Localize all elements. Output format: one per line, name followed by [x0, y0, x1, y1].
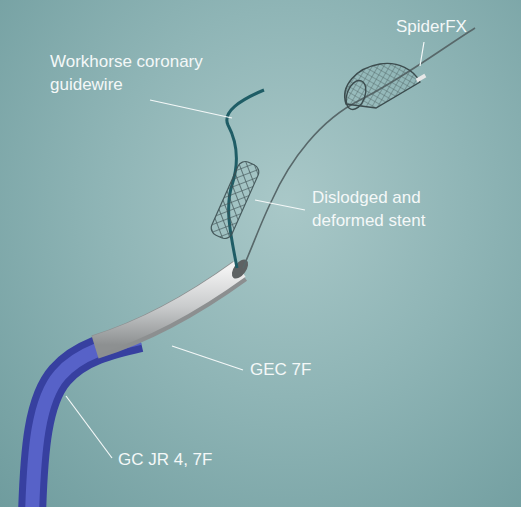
filter-basket: [345, 63, 420, 108]
part-label: Workhorse coronary guidewire: [50, 50, 220, 96]
filter-wire: [243, 28, 475, 268]
guide-catheter-shine: [32, 338, 140, 507]
part-label: GEC 7F: [250, 358, 360, 381]
part-label: SpiderFX: [396, 15, 506, 38]
guide-catheter: [32, 338, 140, 507]
catheter-tip: [229, 257, 252, 282]
part-label: Dislodged and deformed stent: [312, 186, 462, 232]
filter-marker: [416, 74, 427, 82]
part-label: GC JR 4, 7F: [118, 448, 248, 471]
stent: [209, 159, 262, 241]
filter-ring: [342, 78, 369, 112]
leader-lines: [66, 42, 424, 458]
extension-catheter-body: [95, 269, 240, 345]
